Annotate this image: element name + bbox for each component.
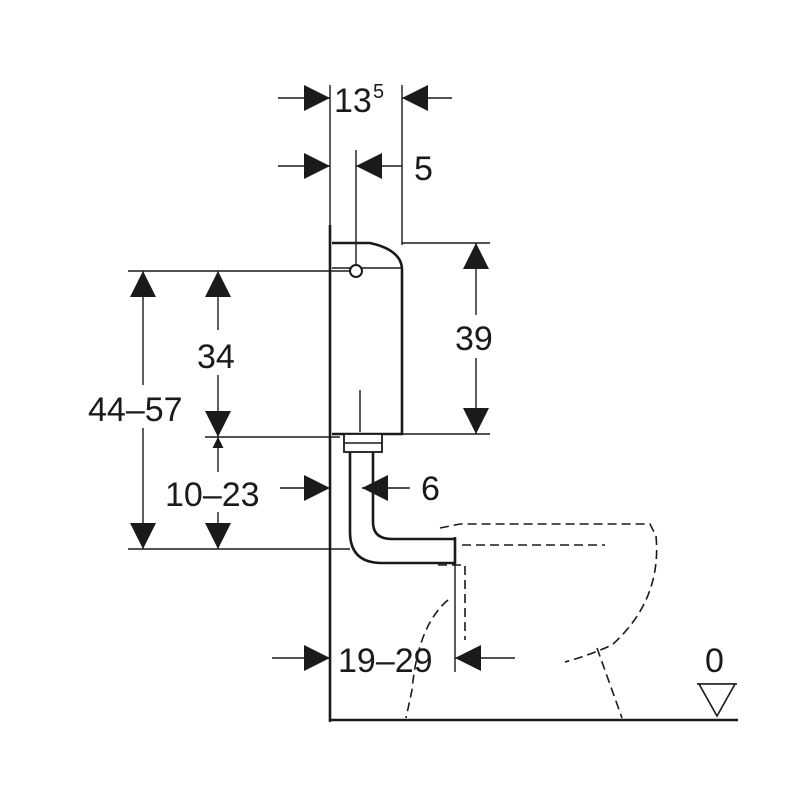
- dim-width-top-label: 13: [334, 82, 372, 120]
- flush-pipe-inner: [371, 452, 455, 541]
- flush-pipe: [348, 452, 457, 565]
- wall-and-floor: [328, 225, 738, 722]
- toilet-bowl-outline: [405, 523, 658, 719]
- dim-overall-height: 44–57: [88, 271, 183, 549]
- bowl-spigot: [438, 564, 466, 640]
- floor-level-marker: 0: [697, 642, 737, 718]
- cistern-body: [332, 241, 404, 436]
- dim-pipe-offset-label: 6: [421, 470, 440, 508]
- floor-level-label: 0: [705, 642, 724, 680]
- bowl-back: [405, 599, 449, 719]
- dim-overall-height-label: 44–57: [88, 391, 183, 429]
- cistern: [332, 241, 404, 453]
- bowl-foot-front: [596, 647, 623, 719]
- dim-wall-to-bowl-label: 19–29: [338, 642, 433, 680]
- dim-flush-height-label: 34: [197, 338, 235, 376]
- dim-pipe-bend-label: 10–23: [165, 476, 260, 514]
- dim-wall-to-bowl: 19–29: [272, 565, 515, 680]
- bowl-rim: [439, 523, 657, 537]
- flush-button-icon: [349, 264, 363, 278]
- dim-width-top-superscript: 5: [373, 81, 384, 103]
- dim-cistern-height-label: 39: [455, 320, 493, 358]
- dim-width-top: 13 5: [278, 81, 452, 245]
- dim-flush-height: 34: [197, 271, 235, 437]
- flush-pipe-outer: [348, 452, 455, 565]
- dim-pipe-offset: 6: [362, 470, 440, 508]
- dim-cistern-height: 39: [402, 242, 493, 435]
- dim-pipe-bend: 10–23: [165, 437, 330, 549]
- bowl-front: [564, 535, 658, 663]
- dim-offset-top: 5: [278, 150, 433, 265]
- dim-offset-top-label: 5: [414, 150, 433, 188]
- floor-level-triangle-icon: [697, 683, 737, 718]
